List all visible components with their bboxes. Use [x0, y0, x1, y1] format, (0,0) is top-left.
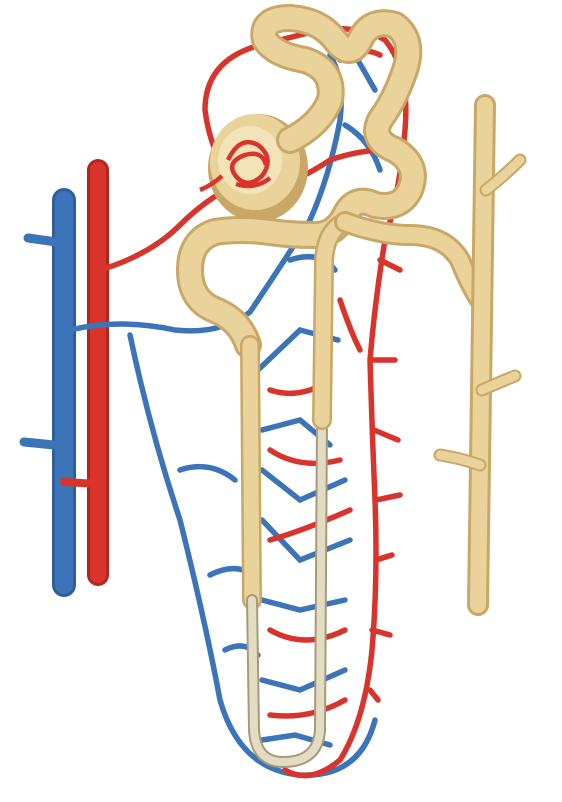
renal-vein: [24, 200, 64, 585]
collecting-duct: [440, 105, 520, 605]
